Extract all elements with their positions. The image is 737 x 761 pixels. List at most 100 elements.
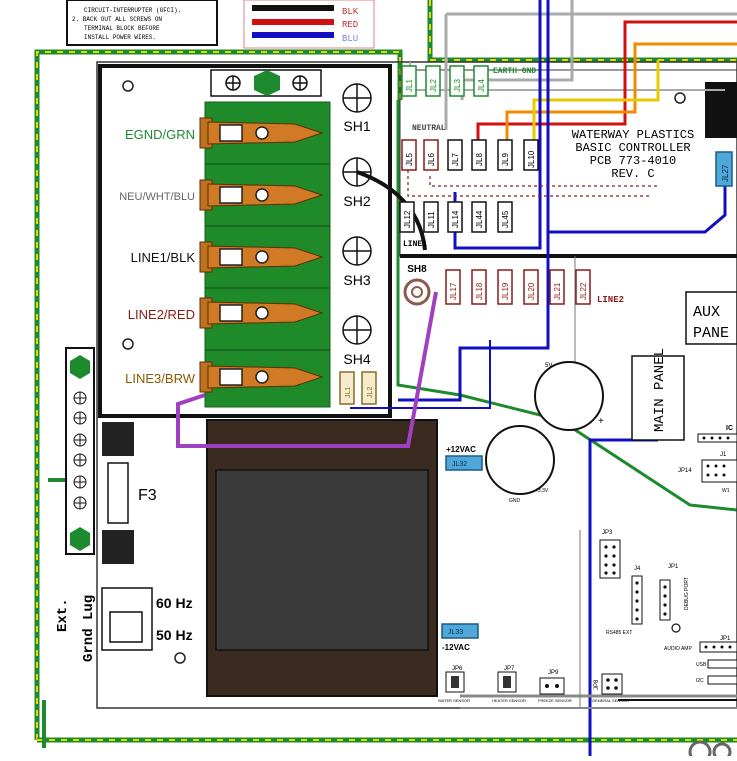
svg-text:JL32: JL32 (452, 461, 467, 468)
hz50-label: 50 Hz (156, 627, 193, 643)
svg-text:AUX: AUX (693, 304, 720, 321)
svg-text:+3.3V: +3.3V (535, 488, 549, 494)
connector-jl18: JL18 (471, 269, 487, 305)
terminal-label-egnd: EGND/GRN (125, 127, 195, 142)
screw-icon (73, 391, 87, 405)
screw-icon (342, 315, 372, 345)
svg-text:PANE: PANE (693, 325, 729, 342)
svg-text:JL1: JL1 (345, 387, 352, 398)
screw-icon (292, 75, 308, 91)
ground-lug-icon (70, 527, 90, 551)
sh8-label: SH8 (407, 264, 427, 275)
ext-label: Ext. (55, 598, 71, 632)
connector-jl33: JL33 -12VAC (441, 623, 479, 652)
sensor-jp8: JP8 GENERAL SENSOR (592, 673, 629, 703)
screw-icon (73, 411, 87, 425)
connectors-row-top: JL1 JL2 JL3 JL4 EARTH GND NEUTRAL (401, 65, 536, 133)
svg-text:JP8: JP8 (594, 679, 600, 690)
wire-legend: BLK RED BLU (243, 0, 375, 49)
legend-blk: BLK (342, 7, 359, 17)
connector-jl27: JL27 (715, 151, 733, 187)
svg-text:HEATER SENSOR: HEATER SENSOR (492, 698, 526, 703)
connectors-row-4: JL17 JL18 JL19 JL20 JL21 JL22 LINE2 (445, 269, 624, 305)
svg-text:GENERAL SENSOR: GENERAL SENSOR (592, 698, 629, 703)
aux-panel-label: AUX PANE (685, 291, 737, 345)
wire-harness (176, 0, 737, 756)
header-j1: JP14 J1 W1 (678, 452, 737, 494)
connector-jl1: JL1 (401, 65, 417, 97)
frequency-switch: 60 Hz 50 Hz (101, 587, 193, 664)
screw-icon (342, 83, 372, 113)
connector-jl9: JL9 (497, 139, 513, 171)
board-title-4: REV. C (611, 167, 654, 181)
note-line-3: TERMINAL BLOCK BEFORE (84, 25, 160, 32)
screw-icon (73, 433, 87, 447)
grnd-lug-label: Grnd Lug (81, 595, 97, 662)
terminal-row: NEU/WHT/BLU (119, 179, 330, 227)
connector-jl44: JL44 (471, 201, 487, 233)
connector-jl45: JL45 (497, 201, 513, 233)
screw-icon (73, 475, 87, 489)
sensor-jp7: JP7 HEATER SENSOR (492, 666, 526, 703)
controller-board: WATERWAY PLASTICS BASIC CONTROLLER PCB 7… (399, 69, 737, 708)
capacitor-main: GND +3.3V (485, 425, 555, 504)
svg-text:JL12: JL12 (403, 210, 412, 228)
screw-icon (342, 236, 372, 266)
svg-text:JL33: JL33 (448, 629, 463, 636)
svg-text:JL4: JL4 (477, 79, 486, 92)
svg-text:JL45: JL45 (501, 210, 510, 228)
sh2-label: SH2 (343, 193, 370, 209)
sensor-jp6: JP6 WATER SENSOR (438, 666, 470, 703)
sh1-label: SH1 (343, 118, 370, 134)
terminal-row: EGND/GRN (125, 117, 330, 165)
terminal-label-line1: LINE1/BLK (131, 250, 196, 265)
connector-jl8: JL8 (471, 139, 487, 171)
connector-jl10: JL10 (523, 139, 539, 171)
svg-text:JL9: JL9 (501, 153, 510, 166)
screw-icon (225, 75, 241, 91)
mount-hole-icon (122, 80, 134, 92)
connector-jl7: JL7 (447, 139, 463, 171)
header-ic: IC (697, 425, 737, 443)
svg-text:JL44: JL44 (475, 210, 484, 228)
terminal-label-line2: LINE2/RED (128, 307, 195, 322)
svg-text:JL27: JL27 (721, 164, 730, 182)
terminal-row: LINE2/RED (128, 297, 330, 351)
svg-text:JL2: JL2 (429, 79, 438, 92)
sh3-label: SH3 (343, 272, 370, 288)
vac-pos-label: +12VAC (446, 445, 476, 454)
svg-text:JL11: JL11 (427, 211, 436, 228)
note-line-2: 2. BACK OUT ALL SCREWS ON (72, 16, 162, 23)
mount-hole-icon (122, 338, 134, 350)
svg-text:JP1: JP1 (668, 564, 679, 570)
svg-text:MAIN PANEL: MAIN PANEL (652, 348, 668, 432)
ground-strip (65, 347, 95, 555)
main-panel-label: MAIN PANEL (631, 348, 685, 441)
note-line-4: INSTALL POWER WIRES. (84, 34, 156, 41)
connector-jl22: JL22 (575, 269, 591, 305)
svg-text:WATER SENSOR: WATER SENSOR (438, 698, 470, 703)
screw-icon (73, 453, 87, 467)
svg-text:JL18: JL18 (475, 282, 484, 300)
svg-text:JP14: JP14 (678, 468, 692, 474)
board-title-2: BASIC CONTROLLER (575, 141, 690, 155)
relay-chip (705, 82, 737, 138)
sensor-jp9: JP9 FREEZE SENSOR (538, 670, 572, 703)
svg-text:IC: IC (726, 425, 733, 432)
svg-text:+: + (598, 416, 604, 427)
svg-text:JL7: JL7 (451, 153, 460, 166)
sh-screws: SH1 SH2 SH3 SH4 JL1 JL2 (339, 83, 377, 405)
fuse-holder (102, 530, 134, 564)
header-j4: J4 RS485 EXT (606, 566, 643, 636)
ground-lug-icon (254, 70, 280, 96)
svg-text:JL14: JL14 (451, 210, 460, 228)
hz60-label: 60 Hz (156, 595, 193, 611)
terminal-row: LINE1/BLK (131, 241, 330, 289)
svg-text:AUDIO AMP: AUDIO AMP (664, 646, 692, 652)
svg-text:JL19: JL19 (501, 282, 510, 300)
svg-text:JL5: JL5 (405, 153, 414, 166)
header-jp3: JP3 (599, 530, 621, 579)
bottom-ground-ring (688, 740, 732, 761)
